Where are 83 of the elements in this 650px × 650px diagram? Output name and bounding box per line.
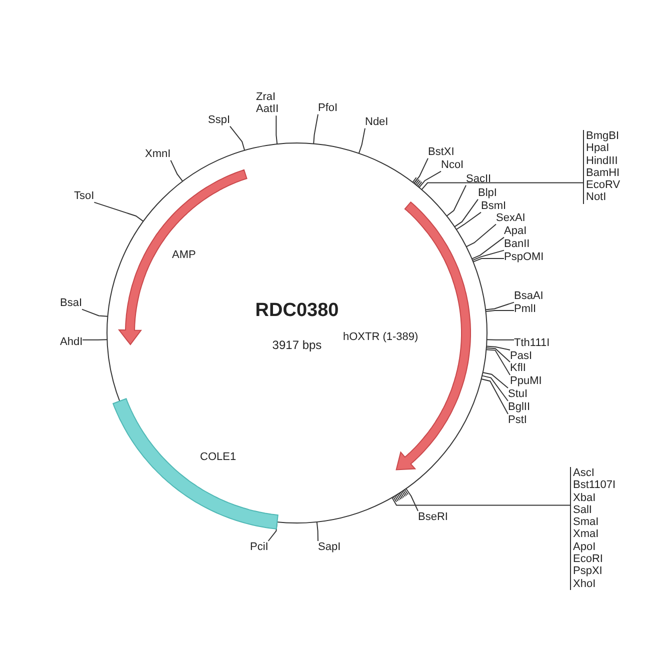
enzyme-site-label: NcoI — [441, 159, 464, 172]
enzyme-site-label: NotI — [586, 191, 608, 204]
leader-line — [482, 375, 508, 402]
leader-line — [94, 202, 144, 222]
feature-label: COLE1 — [200, 451, 236, 464]
enzyme-site-label: ZraI — [256, 91, 277, 104]
enzyme-site-label: BsaI — [60, 297, 82, 310]
enzyme-site-label: StuI — [508, 388, 528, 400]
enzyme-site-label: HpaI — [586, 142, 610, 155]
enzyme-site-label: AatII — [256, 103, 279, 116]
leader-line — [472, 250, 504, 261]
enzyme-site-label: PciI — [250, 541, 268, 554]
feature-label: hOXTR (1-389) — [343, 331, 418, 344]
enzyme-site-label: SexAI — [496, 212, 526, 224]
leader-line — [230, 126, 246, 151]
enzyme-site-label: PspOMI — [504, 251, 544, 264]
leader-line — [82, 339, 108, 340]
enzyme-site-label: SmaI — [573, 516, 600, 528]
enzyme-site-label: Bst1107I — [573, 479, 616, 492]
enzyme-site-label: BsaAI — [514, 290, 544, 302]
enzyme-site-label: ApaI — [504, 225, 527, 238]
enzyme-list-bracket — [583, 130, 620, 204]
enzyme-site-label: BmgBI — [586, 130, 620, 142]
leader-line — [406, 488, 418, 512]
enzyme-site-label: KflI — [510, 362, 526, 374]
enzyme-site-label: SacII — [466, 173, 492, 186]
plasmid-size: 3917 bps — [271, 338, 323, 353]
enzyme-site-label: Tth111I — [514, 337, 550, 350]
enzyme-site-label: PpuMI — [510, 375, 542, 388]
enzyme-site-label: SapI — [318, 541, 341, 554]
leader-line — [414, 158, 428, 184]
enzyme-site-label: XmnI — [145, 148, 171, 160]
enzyme-site-label: XbaI — [573, 492, 597, 504]
enzyme-site-label: PmlI — [514, 303, 536, 316]
enzyme-site-label: TsoI — [74, 190, 94, 202]
enzyme-site-label: EcoRV — [586, 179, 620, 192]
leader-line — [485, 302, 514, 310]
enzyme-site-label: BsmI — [481, 200, 506, 212]
leader-line — [446, 184, 466, 216]
enzyme-site-label: BglII — [508, 401, 530, 414]
leader-line — [418, 170, 442, 188]
enzyme-site-label: BseRI — [418, 511, 448, 524]
enzyme-site-label: PstI — [508, 414, 527, 426]
leader-line — [485, 310, 514, 312]
enzyme-site-label: PspXI — [573, 565, 604, 578]
leader-line — [466, 224, 496, 248]
enzyme-site-label: PasI — [510, 350, 532, 362]
enzyme-site-label: NdeI — [365, 116, 388, 128]
enzyme-site-label: XmaI — [573, 528, 600, 541]
plasmid-name: RDC0380 — [254, 300, 340, 322]
enzyme-list-bracket — [570, 467, 616, 590]
feature-label: AMP — [172, 249, 196, 262]
leader-line — [392, 497, 570, 506]
leader-line — [82, 308, 108, 317]
leader-line — [480, 378, 508, 414]
enzyme-site-label: BanII — [504, 238, 530, 250]
leader-line — [486, 349, 510, 376]
leader-line — [358, 128, 366, 154]
leader-line — [276, 115, 278, 144]
enzyme-site-label: BstXI — [428, 146, 454, 158]
enzyme-site-label: EcoRI — [573, 553, 604, 566]
enzyme-site-label: ApoI — [573, 540, 597, 554]
leader-line — [456, 212, 482, 230]
leader-line — [313, 114, 318, 144]
enzyme-site-label: XhoI — [573, 578, 597, 590]
leader-line — [486, 339, 514, 340]
leader-line — [486, 347, 510, 362]
leader-line — [170, 160, 184, 182]
leader-line — [471, 236, 504, 260]
leader-line — [454, 198, 478, 228]
leader-line — [486, 346, 510, 350]
enzyme-site-label: PfoI — [318, 102, 338, 114]
enzyme-site-label: AhdI — [60, 336, 83, 348]
leader-line — [472, 258, 504, 262]
enzyme-site-label: SspI — [208, 114, 230, 126]
enzyme-site-label: BlpI — [478, 187, 497, 200]
enzyme-site-label: AscI — [573, 467, 596, 480]
enzyme-site-label: SalI — [573, 504, 593, 516]
leader-line — [421, 182, 584, 190]
enzyme-site-label: BamHI — [586, 166, 620, 180]
leader-line — [316, 522, 318, 542]
enzyme-site-label: HindIII — [586, 154, 619, 167]
leader-line — [482, 372, 508, 388]
